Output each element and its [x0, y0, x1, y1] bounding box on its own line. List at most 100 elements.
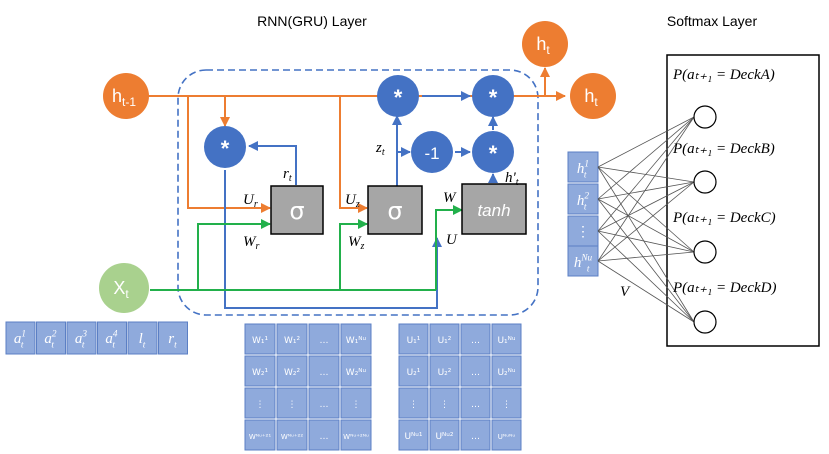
softmax-connection: [597, 166, 695, 323]
label-W-r: Wr: [243, 234, 260, 252]
label-W: W: [443, 190, 457, 206]
matrix-cell-label: …: [320, 432, 329, 442]
input-vector-cell: [97, 321, 127, 355]
matrix-cell-label: U₁¹: [407, 336, 421, 346]
matrix-cell: [460, 419, 491, 451]
matrix-cell-label: ⋮: [352, 400, 361, 410]
matrix-cell-label: Uᴺᵘᴺᵘ: [498, 433, 516, 441]
matrix-cell-label: ⋮: [256, 400, 265, 410]
label-U: U: [446, 232, 458, 248]
input-paths: [150, 205, 463, 291]
matrix-cell: [244, 355, 276, 387]
mult-symbol: *: [489, 141, 498, 166]
neg-one-label: -1: [424, 144, 439, 163]
x-t-base: X: [113, 278, 125, 298]
matrix-cell: [276, 355, 308, 387]
label-h-prime: h't: [505, 170, 519, 188]
matrix-cell-label: U₂²: [438, 368, 452, 378]
softmax-connection: [597, 260, 695, 323]
matrix-cell: [276, 419, 308, 451]
hidden-vector-cell: [567, 183, 599, 215]
matrix-cell: [460, 323, 491, 355]
matrix-cell: [398, 355, 429, 387]
matrix-cell-label: ⋮: [502, 400, 511, 410]
matrix-cell-label: …: [320, 368, 329, 378]
matrix-cell-label: Uᴺᵘ²: [435, 432, 453, 442]
softmax-layer-title: Softmax Layer: [667, 13, 758, 29]
matrix-cell-label: Wᴺᵘ⁺²ᴺᵘ: [343, 433, 369, 441]
matrix-cell: [308, 355, 340, 387]
mult-symbol: *: [489, 85, 498, 110]
matrix-cell: [429, 323, 460, 355]
softmax-connection: [597, 181, 695, 262]
matrix-cell: [491, 387, 522, 419]
matrix-cell: [244, 387, 276, 419]
matrix-cell: [460, 387, 491, 419]
matrix-cell-label: ⋮: [288, 400, 297, 410]
matrix-cell-label: …: [471, 400, 480, 410]
softmax-output-unit: [693, 240, 717, 264]
h-prev-sub: t-1: [122, 95, 136, 109]
matrix-cell-label: U₁²: [438, 336, 452, 346]
matrix-cell: [244, 419, 276, 451]
matrix-cell: [308, 323, 340, 355]
label-U-r: Ur: [243, 192, 258, 210]
matrix-cell-label: W₂¹: [252, 368, 269, 378]
update-gate-symbol: σ: [387, 197, 402, 225]
mult-symbol: *: [221, 136, 230, 161]
softmax-connection: [597, 116, 695, 232]
matrix-cell: [429, 387, 460, 419]
softmax-connection: [597, 230, 695, 323]
softmax-outputs: P(aₜ₊₁ = DeckA) P(aₜ₊₁ = DeckB) P(aₜ₊₁ = D…: [672, 67, 776, 334]
input-vector-cell: [5, 321, 36, 355]
input-vector-cell: [158, 321, 188, 355]
mult-node-output: *: [472, 75, 514, 117]
softmax-connection: [597, 181, 695, 200]
candidate-tanh: tanh: [461, 183, 527, 235]
rnn-layer-title: RNN(GRU) Layer: [257, 13, 367, 29]
matrix-cell-label: U₂¹: [407, 368, 421, 378]
softmax-output-unit: [693, 170, 717, 194]
hidden-vector-cell: [567, 151, 599, 183]
gru-cell-boundary: [177, 69, 539, 316]
matrix-cell: [491, 323, 522, 355]
matrix-cell-label: …: [471, 432, 480, 442]
softmax-connection: [597, 116, 695, 200]
matrix-cell: [398, 419, 429, 451]
softmax-output-label: P(aₜ₊₁ = DeckA): [672, 67, 775, 83]
label-r-t: rt: [283, 166, 292, 184]
h-out-top-base: h: [536, 34, 546, 54]
softmax-output-unit: [693, 310, 717, 334]
matrix-cell: [429, 419, 460, 451]
softmax-output-label: P(aₜ₊₁ = DeckB): [672, 141, 775, 157]
matrix-cell: [276, 387, 308, 419]
matrix-cell: [429, 355, 460, 387]
label-W-z: Wz: [348, 234, 365, 252]
svg-text:ht: ht: [584, 86, 598, 109]
label-z-t: zt: [375, 140, 385, 158]
matrix-cell-label: …: [471, 336, 480, 346]
softmax-connection: [597, 116, 695, 168]
softmax-output-label: P(aₜ₊₁ = DeckD): [672, 280, 776, 296]
softmax-box: [666, 54, 820, 347]
matrix-cell: [491, 419, 522, 451]
matrix-cell: [340, 355, 372, 387]
softmax-connection: [597, 230, 695, 253]
h-prev-base: h: [112, 86, 122, 106]
matrix-cell: [308, 387, 340, 419]
mult-node-update: *: [377, 75, 419, 117]
x-t-node: Xt: [99, 263, 149, 313]
matrix-cell: [398, 323, 429, 355]
label-V: V: [620, 284, 631, 300]
softmax-connection: [597, 181, 695, 232]
softmax-output-unit: [693, 105, 717, 129]
matrix-cell: [340, 323, 372, 355]
vector-cell-label: rt: [168, 331, 177, 351]
